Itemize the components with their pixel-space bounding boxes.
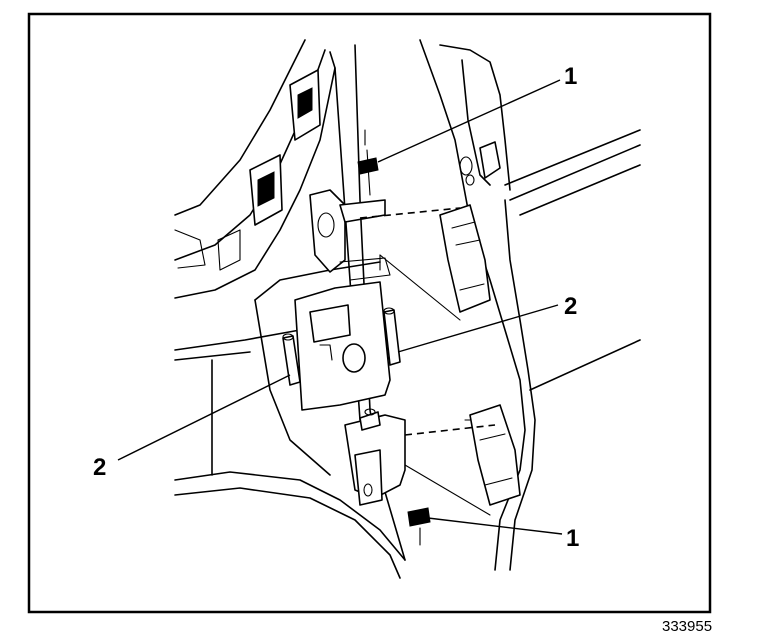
callout-leaders [117, 79, 563, 535]
figure-number: 333955 [662, 618, 712, 635]
door-shell [419, 39, 641, 571]
diagram-frame [27, 12, 712, 614]
upper-hinge [309, 129, 461, 321]
callout-1-top: 1 [564, 63, 577, 90]
callout-2-right: 2 [564, 293, 577, 320]
callout-2-left: 2 [93, 454, 106, 481]
hinge-mounting-plate [294, 257, 391, 411]
alignment-dashes [359, 207, 496, 436]
lower-hinge [344, 408, 491, 546]
hinge-pins [282, 307, 401, 386]
vehicle-body-structure [174, 39, 406, 579]
callout-1-bottom: 1 [566, 525, 579, 552]
